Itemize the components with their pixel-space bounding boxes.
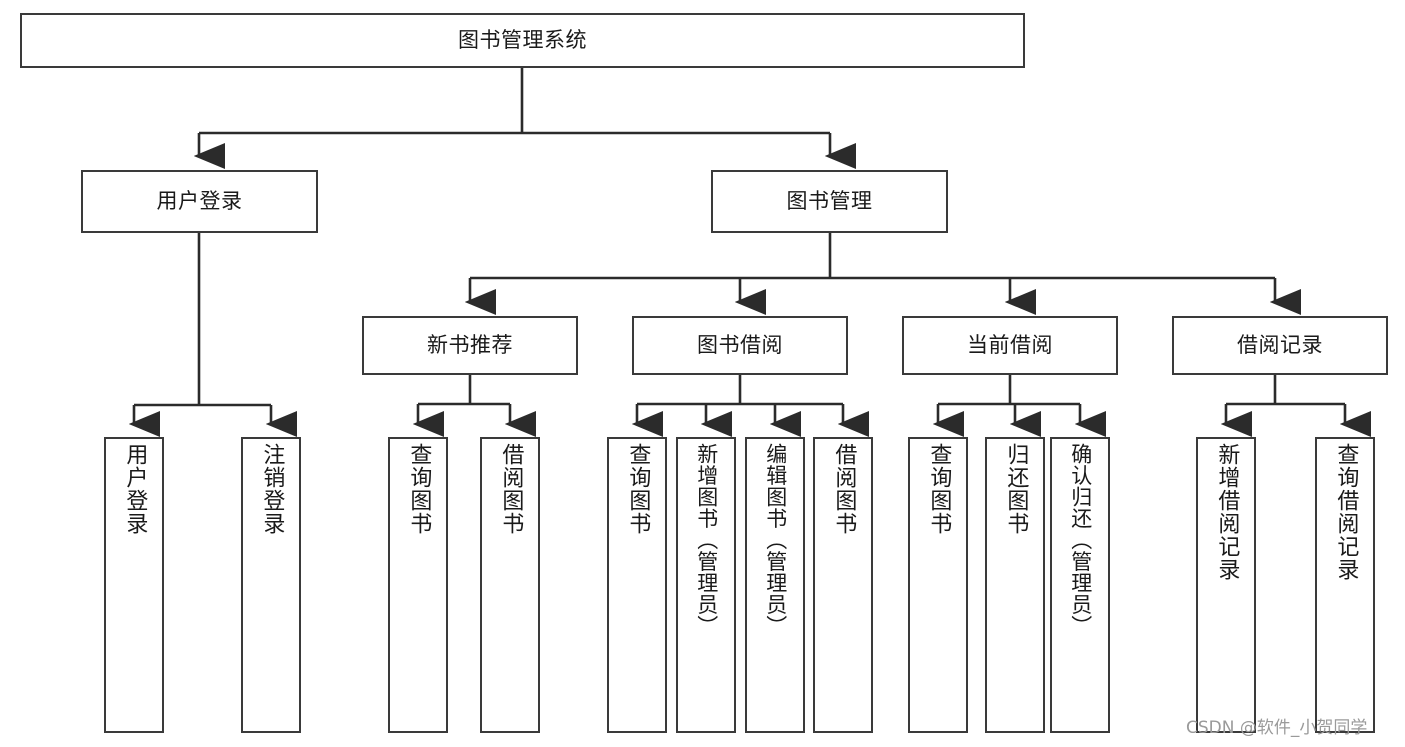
node-label: 图书管理系统 bbox=[458, 27, 587, 52]
leaf-logout-login[interactable]: 注销登录 bbox=[241, 437, 301, 733]
node-label: 用户登录 bbox=[122, 443, 148, 535]
leaf-add-book-admin[interactable]: 新增图书（管理员） bbox=[676, 437, 736, 733]
node-new-book-recommend[interactable]: 新书推荐 bbox=[362, 316, 578, 375]
node-label: 编辑图书（管理员） bbox=[763, 443, 788, 637]
node-user-login[interactable]: 用户登录 bbox=[81, 170, 318, 233]
node-label: 新增图书（管理员） bbox=[694, 443, 719, 637]
node-label: 查询图书 bbox=[625, 443, 651, 535]
leaf-add-borrow-record[interactable]: 新增借阅记录 bbox=[1196, 437, 1256, 733]
node-label: 新增借阅记录 bbox=[1214, 443, 1240, 581]
node-label: 确认归还（管理员） bbox=[1068, 443, 1093, 637]
node-label: 用户登录 bbox=[156, 188, 243, 213]
node-borrow-record[interactable]: 借阅记录 bbox=[1172, 316, 1388, 375]
leaf-borrow-book-borrow[interactable]: 借阅图书 bbox=[813, 437, 873, 733]
csdn-watermark: CSDN @软件_小贺同学 bbox=[1186, 718, 1368, 738]
leaf-borrow-book-recommend[interactable]: 借阅图书 bbox=[480, 437, 540, 733]
leaf-query-book-recommend[interactable]: 查询图书 bbox=[388, 437, 448, 733]
node-label: 借阅图书 bbox=[831, 443, 857, 535]
node-label: 注销登录 bbox=[259, 443, 285, 535]
node-label: 查询图书 bbox=[406, 443, 432, 535]
node-current-borrow[interactable]: 当前借阅 bbox=[902, 316, 1118, 375]
node-label: 查询借阅记录 bbox=[1333, 443, 1359, 581]
leaf-edit-book-admin[interactable]: 编辑图书（管理员） bbox=[745, 437, 805, 733]
leaf-return-book[interactable]: 归还图书 bbox=[985, 437, 1045, 733]
leaf-query-book-borrow[interactable]: 查询图书 bbox=[607, 437, 667, 733]
leaf-query-book-current[interactable]: 查询图书 bbox=[908, 437, 968, 733]
leaf-user-login[interactable]: 用户登录 bbox=[104, 437, 164, 733]
node-root-system[interactable]: 图书管理系统 bbox=[20, 13, 1025, 68]
node-label: 图书借阅 bbox=[697, 332, 783, 357]
node-label: 归还图书 bbox=[1003, 443, 1029, 535]
node-label: 当前借阅 bbox=[967, 332, 1053, 357]
node-label: 图书管理 bbox=[786, 188, 873, 213]
node-label: 借阅图书 bbox=[498, 443, 524, 535]
node-label: 新书推荐 bbox=[427, 332, 513, 357]
node-label: 查询图书 bbox=[926, 443, 952, 535]
node-label: 借阅记录 bbox=[1237, 332, 1323, 357]
node-book-borrow[interactable]: 图书借阅 bbox=[632, 316, 848, 375]
leaf-query-borrow-record[interactable]: 查询借阅记录 bbox=[1315, 437, 1375, 733]
node-book-management[interactable]: 图书管理 bbox=[711, 170, 948, 233]
leaf-confirm-return-admin[interactable]: 确认归还（管理员） bbox=[1050, 437, 1110, 733]
